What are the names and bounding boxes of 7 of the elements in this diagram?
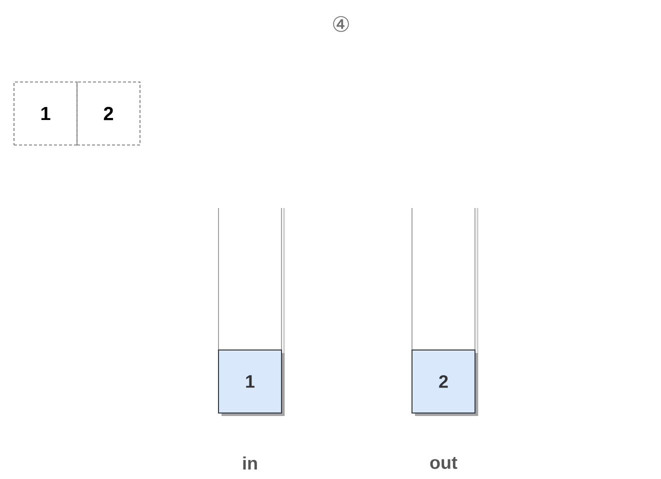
element-box: 2: [76, 82, 140, 146]
stack-item: 2: [412, 350, 478, 416]
circled-number: ④: [333, 16, 349, 32]
element-box: 1: [14, 82, 78, 146]
stack-label: out: [430, 457, 458, 469]
stack-item: 1: [218, 350, 284, 416]
stack-label: in: [243, 456, 257, 470]
